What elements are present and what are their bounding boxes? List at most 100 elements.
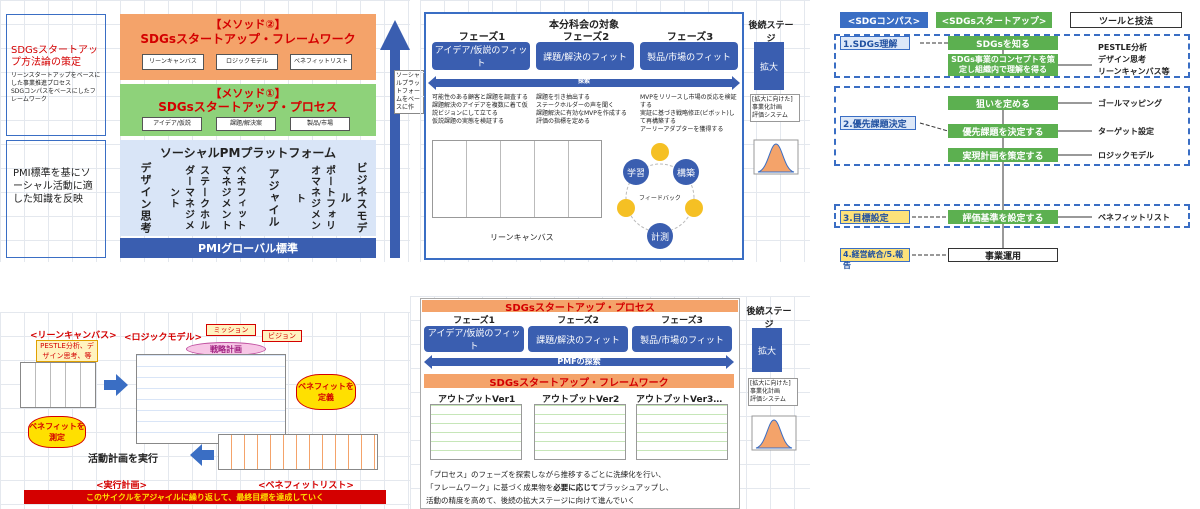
action-box: 優先課題を決定する bbox=[948, 124, 1058, 138]
expand-note-line: [拡大に向けた] bbox=[752, 96, 793, 103]
p5-box: アイデア/仮説のフィット bbox=[424, 326, 524, 352]
left-top-box: SDGsスタートアップ方法論の策定 リーンスタートアップをベースにした事業推進プ… bbox=[6, 14, 106, 136]
method2-title: 【メソッド②】 bbox=[210, 18, 286, 31]
action-box: 評価基準を設定する bbox=[948, 210, 1058, 224]
summary-line: 「フレームワーク」に基づく成果物を必要に応じてブラッシュアップし、 bbox=[426, 481, 738, 494]
logic-label: <ロジックモデル> bbox=[124, 333, 203, 343]
p5-expand-box: 拡大 bbox=[752, 328, 782, 372]
panel-methodology: SDGsスタートアップ方法論の策定 リーンスタートアップをベースにした事業推進プ… bbox=[0, 0, 424, 262]
bullet-item: ステークホルダーの声を聞く bbox=[536, 102, 615, 109]
standard-bar: PMIグローバル標準 bbox=[120, 238, 376, 258]
up-arrow-icon bbox=[380, 20, 410, 258]
logic-model-thumb bbox=[136, 354, 286, 444]
panel-phases: 本分科会の対象 フェーズ1 フェーズ2 フェーズ3 アイデア/仮説のフィット 課… bbox=[420, 0, 810, 262]
step-frame bbox=[834, 204, 1190, 228]
expand-note-line: 事業化計画 bbox=[752, 104, 783, 111]
bullet-item: 実証に基づき戦略修正(ピボット)して再構築する bbox=[640, 110, 735, 125]
step-label: 1.SDGs理解 bbox=[840, 36, 910, 50]
cycle-node: 計測 bbox=[650, 233, 669, 243]
bullet-item: 課題解決に有効なMVPを作成する bbox=[536, 110, 627, 117]
phase-name: フェーズ2 bbox=[562, 32, 610, 43]
p5-phase: フェーズ1 bbox=[453, 316, 495, 326]
method2-tool: ベネフィットリスト bbox=[290, 54, 352, 70]
p5-expand-note-line: 事業化計画 bbox=[750, 388, 781, 395]
platform-column-label: ベネフィットマネジメント bbox=[219, 165, 245, 231]
output-label: アウトプットVer3… bbox=[636, 395, 723, 405]
step-frame bbox=[834, 86, 1190, 166]
step-label: 4.経営統合/5.報告 bbox=[840, 248, 910, 270]
bullet-item: アーリーアダプターを獲得する bbox=[640, 126, 724, 133]
platform-column: ベネフィットマネジメント bbox=[214, 162, 250, 234]
p5-expand-note: [拡大に向けた] 事業化計画 評価システム bbox=[748, 378, 798, 406]
platform-column: アジャイル bbox=[258, 162, 288, 234]
method2-tool: リーンキャンバス bbox=[142, 54, 204, 70]
cycle-center: フィードバック bbox=[639, 195, 681, 202]
left-top-title: SDGsスタートアップ方法論の策定 bbox=[11, 45, 99, 68]
method1-box: 【メソッド①】 SDGsスタートアップ・プロセス アイデア/仮説 課題/解決案 … bbox=[120, 84, 376, 136]
flow-arrows bbox=[912, 42, 1092, 256]
method1-subtitle: SDGsスタートアップ・プロセス bbox=[158, 100, 338, 114]
platform-column-label: ビジネスモデル bbox=[339, 162, 368, 234]
method2-box: 【メソッド②】 SDGsスタートアップ・フレームワーク リーンキャンバス ロジッ… bbox=[120, 14, 376, 80]
header-sdgs-startup: <SDGsスタートアップ> bbox=[936, 12, 1052, 28]
output-thumb bbox=[430, 404, 522, 460]
benefit-measure-burst: ベネフィットを測定 bbox=[28, 416, 86, 448]
p5-box: 課題/解決のフィット bbox=[528, 326, 628, 352]
bullet-item: MVPをリリースし市場の反応を検証する bbox=[640, 94, 737, 109]
phase-name: フェーズ3 bbox=[666, 32, 714, 43]
summary-line: 活動の精度を高めて、後続の拡大ステージに向けて進んでいく bbox=[426, 496, 636, 505]
lean-canvas-label: リーンキャンバス bbox=[490, 233, 554, 242]
method1-tool: 課題/解決案 bbox=[216, 117, 276, 131]
action-box: SDGs事業のコンセプトを策定し組織内で理解を得る bbox=[948, 54, 1058, 76]
p5-expand-note-line: 評価システム bbox=[750, 396, 786, 403]
benefit-list-thumb bbox=[218, 434, 378, 470]
tool-item: デザイン思考 bbox=[1098, 55, 1146, 64]
action-box: 実現計画を策定する bbox=[948, 148, 1058, 162]
panel-cycle: <リーンキャンバス> PESTLE分析、デザイン思考、等 <ロジックモデル> ミ… bbox=[0, 312, 410, 509]
summary-part: ブラッシュアップし、 bbox=[598, 483, 674, 492]
expand-note: [拡大に向けた] 事業化計画 評価システム bbox=[750, 94, 800, 122]
cycle-diagram bbox=[617, 143, 703, 249]
later-stage-label: 後続ステージ bbox=[748, 21, 794, 44]
platform-column: ステークホルダーマネジメント bbox=[168, 162, 209, 234]
mission-label: ミッション bbox=[206, 324, 256, 336]
p5-phase: フェーズ2 bbox=[557, 316, 599, 326]
bullet-item: 評価の指標を定める bbox=[536, 118, 591, 125]
method2-tool: ロジックモデル bbox=[216, 54, 278, 70]
p5-phase: フェーズ3 bbox=[661, 316, 703, 326]
output-label: アウトプットVer2 bbox=[542, 395, 620, 405]
arrow-label: ソーシャルプラットフォームをベースに作 bbox=[394, 70, 424, 114]
platform-box: ソーシャルPMプラットフォーム デザイン思考 ステークホルダーマネジメント ベネ… bbox=[120, 140, 376, 236]
summary-line: 「プロセス」のフェーズを探索しながら推移するごとに洗練化を行い、 bbox=[426, 470, 666, 479]
tool-item: リーンキャンバス等 bbox=[1098, 67, 1170, 76]
lean-note: PESTLE分析、デザイン思考、等 bbox=[36, 340, 98, 362]
platform-column: デザイン思考 bbox=[130, 162, 160, 234]
step-frame bbox=[834, 34, 1190, 78]
lean-canvas-thumbnail bbox=[432, 140, 602, 218]
bullet-list-1: 可能性のある顧客と課題を調査する 課題解決のアイデアを複数に着て仮説ビジョンにし… bbox=[432, 94, 530, 126]
tool-item: ゴールマッピング bbox=[1098, 99, 1162, 108]
action-box: 狙いを定める bbox=[948, 96, 1058, 110]
bullet-item: 仮説課題の実態を検証する bbox=[432, 118, 505, 125]
panel-process-framework: SDGsスタートアップ・プロセス フェーズ1 フェーズ2 フェーズ3 アイデア/… bbox=[410, 296, 810, 509]
header-tools: ツールと技法 bbox=[1070, 12, 1182, 28]
phase-box: 製品/市場のフィット bbox=[640, 42, 738, 70]
expand-box: 拡大 bbox=[754, 42, 784, 90]
exec-label: <実行計画> bbox=[96, 481, 148, 491]
bullet-item: 課題解決のアイデアを複数に着て仮説ビジョンにして立てる bbox=[432, 102, 528, 117]
expand-note-line: 評価システム bbox=[752, 112, 788, 119]
left-top-bullet: リーンスタートアップをベースにした事業推進プロセス bbox=[11, 72, 101, 87]
phase-name: フェーズ1 bbox=[458, 32, 506, 43]
right-arrow-icon bbox=[104, 374, 128, 396]
benefit-define-burst: ベネフィットを定義 bbox=[296, 374, 356, 410]
header-sdg-compass: <SDGコンパス> bbox=[840, 12, 928, 28]
summary-text: 「プロセス」のフェーズを探索しながら推移するごとに洗練化を行い、 「フレームワー… bbox=[426, 468, 738, 507]
platform-column-label: デザイン思考 bbox=[139, 162, 152, 234]
tool-item: ロジックモデル bbox=[1098, 151, 1154, 160]
cycle-footer: このサイクルをアジャイルに繰り返して、最終目標を達成していく bbox=[24, 490, 386, 504]
phase-box: アイデア/仮説のフィット bbox=[432, 42, 530, 70]
bullet-list-2: 課題を引き抽出する ステークホルダーの声を聞く 課題解決に有効なMVPを作成する… bbox=[536, 94, 634, 126]
method1-tool: アイデア/仮説 bbox=[142, 117, 202, 131]
platform-column-label: ステークホルダーマネジメント bbox=[167, 165, 209, 231]
action-box: SDGsを知る bbox=[948, 36, 1058, 50]
